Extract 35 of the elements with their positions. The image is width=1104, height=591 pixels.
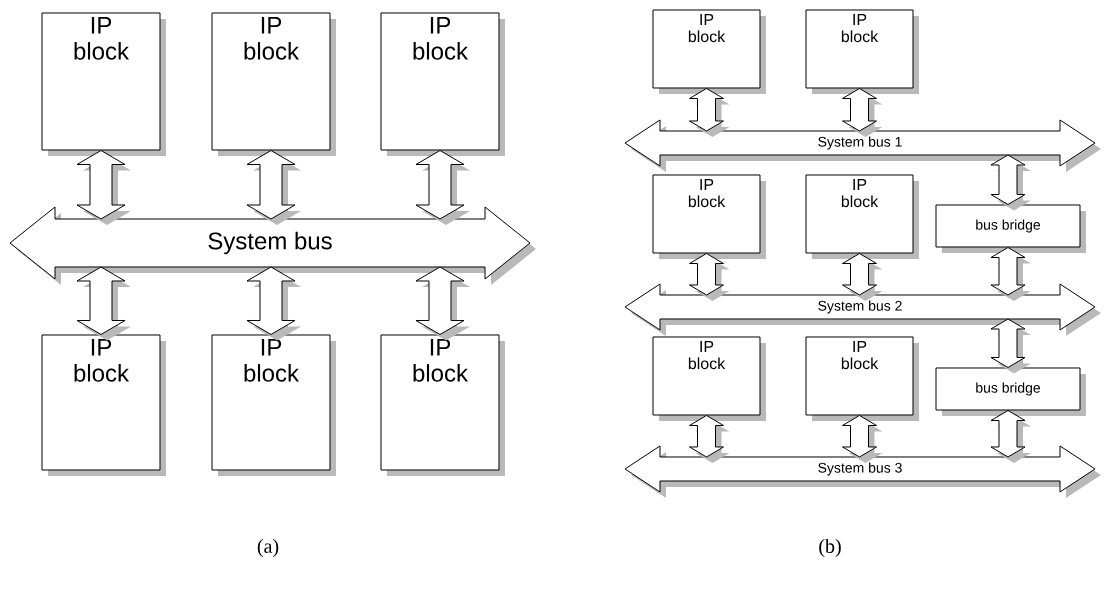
double-arrow <box>842 88 883 137</box>
double-arrow <box>990 154 1031 211</box>
ip-block: IP block <box>805 174 919 259</box>
double-arrow <box>689 88 730 137</box>
ip-block: IP block <box>652 9 766 94</box>
double-arrow <box>76 150 131 225</box>
ip-block: IP block <box>211 334 336 476</box>
ip-block: IP block <box>380 12 505 156</box>
double-arrow <box>689 253 730 301</box>
panel-label: (b) <box>819 538 841 558</box>
double-arrow <box>842 415 883 463</box>
double-arrow <box>76 266 131 341</box>
node-label: System bus 1 <box>818 136 902 150</box>
double-arrow <box>842 253 883 301</box>
ip-block: IP block <box>41 334 166 476</box>
node-label: System bus 2 <box>818 300 902 314</box>
double-arrow <box>415 150 470 225</box>
ip-block: IP block <box>380 334 505 476</box>
node-label: System bus 3 <box>818 462 902 476</box>
ip-block: IP block <box>41 12 166 156</box>
panel-label: (a) <box>257 538 279 558</box>
ip-block: IP block <box>805 9 919 94</box>
bridge-box: bus bridge <box>935 204 1086 253</box>
double-arrow <box>246 150 301 225</box>
ip-block: IP block <box>652 174 766 259</box>
ip-block: IP block <box>652 336 766 421</box>
double-arrow <box>246 266 301 341</box>
double-arrow <box>990 410 1031 463</box>
double-arrow <box>689 415 730 463</box>
bridge-box: bus bridge <box>935 367 1086 416</box>
double-arrow <box>990 318 1031 374</box>
double-arrow <box>415 266 470 341</box>
ip-block: IP block <box>211 12 336 156</box>
ip-block: IP block <box>805 336 919 421</box>
double-arrow <box>990 247 1031 301</box>
